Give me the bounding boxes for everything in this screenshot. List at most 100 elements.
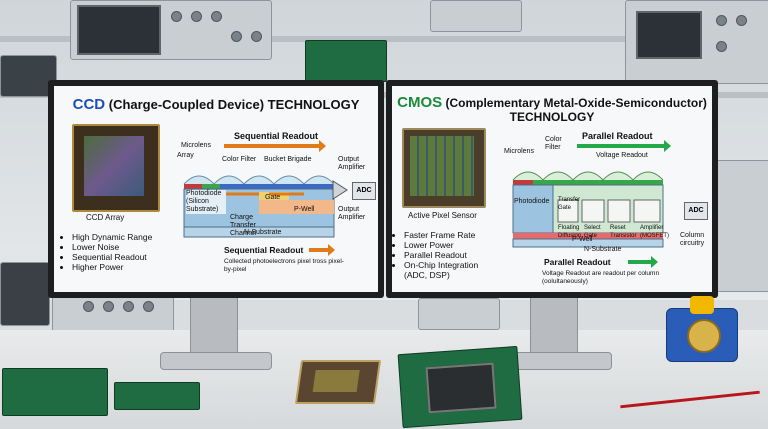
ccd-feature: Lower Noise <box>72 242 152 252</box>
cmos-photodiode <box>512 184 554 234</box>
cmos-title-line2: TECHNOLOGY <box>509 110 595 124</box>
ccd-output-amplifier-top-label: Output Amplifier <box>338 156 366 171</box>
storage-bins <box>430 0 522 32</box>
lower-shelf <box>0 92 768 98</box>
cmos-parallel-arrow-bottom <box>628 256 658 268</box>
cmos-amplifier-label: Amplifier (MOSFET) <box>640 225 669 239</box>
knob <box>103 301 114 312</box>
ccd-chip-image <box>72 124 160 212</box>
cmos-amplifier-block <box>633 199 661 223</box>
cmos-floating-diffusion-label: Floating Diffusion <box>558 225 582 239</box>
cmos-sensor-chip <box>425 362 497 414</box>
oscilloscope-right <box>625 0 768 84</box>
ccd-sequential-arrow-top <box>224 140 326 152</box>
ccd-title: CCD (Charge-Coupled Device) TECHNOLOGY <box>54 96 378 113</box>
instrument-left <box>0 55 57 97</box>
ccd-n-substrate <box>183 226 335 238</box>
cmos-title: CMOS (Complementary Metal-Oxide-Semicond… <box>392 94 712 111</box>
ccd-p-well <box>259 200 334 214</box>
ccd-microlens-label: Microlens <box>181 142 211 149</box>
cmos-infographic: CMOS (Complementary Metal-Oxide-Semicond… <box>392 86 712 292</box>
ccd-amplifier-symbol <box>332 180 348 200</box>
ccd-color-filter-label: Color Filter <box>222 156 257 163</box>
cmos-sensor-board-on-desk <box>397 345 523 429</box>
cmos-select-gate-block <box>581 199 605 223</box>
cmos-parallel-arrow-top <box>577 140 671 152</box>
knob <box>191 11 202 22</box>
knob <box>716 15 727 26</box>
oscilloscope-right-screen <box>636 11 702 59</box>
cmos-photodiode-label: Photodiode <box>514 198 550 205</box>
cmos-title-acronym: CMOS <box>397 94 443 111</box>
cmos-transfer-gate-block <box>557 199 579 223</box>
ccd-chip-on-desk <box>294 360 382 404</box>
oscilloscope-left-screen <box>77 5 161 55</box>
ccd-title-rest: (Charge-Coupled Device) TECHNOLOGY <box>108 97 360 112</box>
ccd-monitor: CCD (Charge-Coupled Device) TECHNOLOGY C… <box>48 80 384 298</box>
cmos-microlens-label: Microlens <box>504 148 534 155</box>
ccd-array-label: CCD Array <box>86 213 125 222</box>
cmos-voltage-readout-label: Voltage Readout <box>596 152 648 159</box>
cmos-pixel-array <box>410 136 474 196</box>
ccd-sequential-arrow-bottom <box>309 244 335 256</box>
upper-shelf <box>0 36 768 42</box>
ccd-collected-note: Collected photoelectrons pixel tross pix… <box>224 258 344 273</box>
desk-surface <box>0 330 768 429</box>
soldering-station <box>666 308 738 362</box>
knob <box>171 11 182 22</box>
cmos-color-filter-label: Color Filter <box>545 136 562 151</box>
ccd-p-well-label: P-Well <box>294 206 315 213</box>
cmos-monitor: CMOS (Complementary Metal-Oxide-Semicond… <box>386 80 718 298</box>
ccd-photodiode-label: Photodiode (Silicon Substrate) <box>186 190 226 214</box>
cmos-select-gate-label: Select Gate <box>584 225 601 239</box>
left-monitor-base <box>160 352 272 370</box>
cmos-parallel-readout-top: Parallel Readout <box>582 131 653 141</box>
cmos-column-circuitry-label: Column circuitry <box>680 232 705 247</box>
circuit-board-small <box>114 382 200 410</box>
ccd-feature: High Dynamic Range <box>72 232 152 242</box>
cmos-chip-image <box>402 128 486 208</box>
cmos-parallel-readout-bottom: Parallel Readout <box>544 257 611 267</box>
ccd-output-amplifier-bottom-label: Output Amplifier <box>338 206 366 221</box>
ccd-feature: Higher Power <box>72 262 152 272</box>
solder-sponge <box>687 319 721 353</box>
oscilloscope-left <box>70 0 272 60</box>
ccd-gate-label: Gate <box>265 194 281 201</box>
knob <box>143 301 154 312</box>
cmos-voltage-note: Voltage Readout are readout per column (… <box>542 270 660 285</box>
left-monitor-stand <box>190 296 238 360</box>
ccd-title-acronym: CCD <box>72 96 106 113</box>
cmos-active-pixel-sensor-label: Active Pixel Sensor <box>408 211 477 220</box>
cmos-adc-box: ADC <box>684 202 708 220</box>
ccd-features-list: High Dynamic Range Lower Noise Sequentia… <box>62 232 152 272</box>
ccd-infographic: CCD (Charge-Coupled Device) TECHNOLOGY C… <box>54 86 378 292</box>
cmos-features-list: Faster Frame Rate Lower Power Parallel R… <box>394 230 499 280</box>
knob <box>83 301 94 312</box>
cmos-n-substrate-label: N-Substrate <box>584 246 622 253</box>
instrument-rack-right <box>716 160 768 292</box>
cmos-n-substrate <box>512 238 664 248</box>
background-circuit-board <box>305 40 387 82</box>
cmos-filter-green <box>533 180 663 185</box>
ccd-sequential-readout-top: Sequential Readout <box>234 131 319 141</box>
knob <box>231 31 242 42</box>
ccd-microlens-row <box>183 175 335 185</box>
ccd-n-substrate-label: N-Substrate <box>244 229 282 236</box>
cmos-microlens-row <box>512 171 664 181</box>
bench-instrument-left <box>0 262 50 326</box>
knob <box>211 11 222 22</box>
cmos-cross-section <box>512 171 664 248</box>
cmos-reset-transistor-label: Reset Transistor <box>610 225 637 239</box>
right-monitor-stand <box>530 296 578 360</box>
bench-power-supply <box>418 298 500 330</box>
cmos-feature: Lower Power <box>404 240 499 250</box>
cmos-p-well-label: P-Well <box>572 236 593 243</box>
ccd-bucket-brigade-label: Bucket Brigade <box>264 156 312 163</box>
knob <box>123 301 134 312</box>
cmos-transfer-gate-label: Transfer Gate <box>558 197 581 211</box>
cmos-title-rest: (Complementary Metal-Oxide-Semiconductor… <box>445 96 707 110</box>
cmos-filter-red <box>513 180 533 185</box>
ccd-filter-green <box>202 184 220 189</box>
ccd-gate <box>259 192 289 200</box>
ccd-feature: Sequential Readout <box>72 252 152 262</box>
